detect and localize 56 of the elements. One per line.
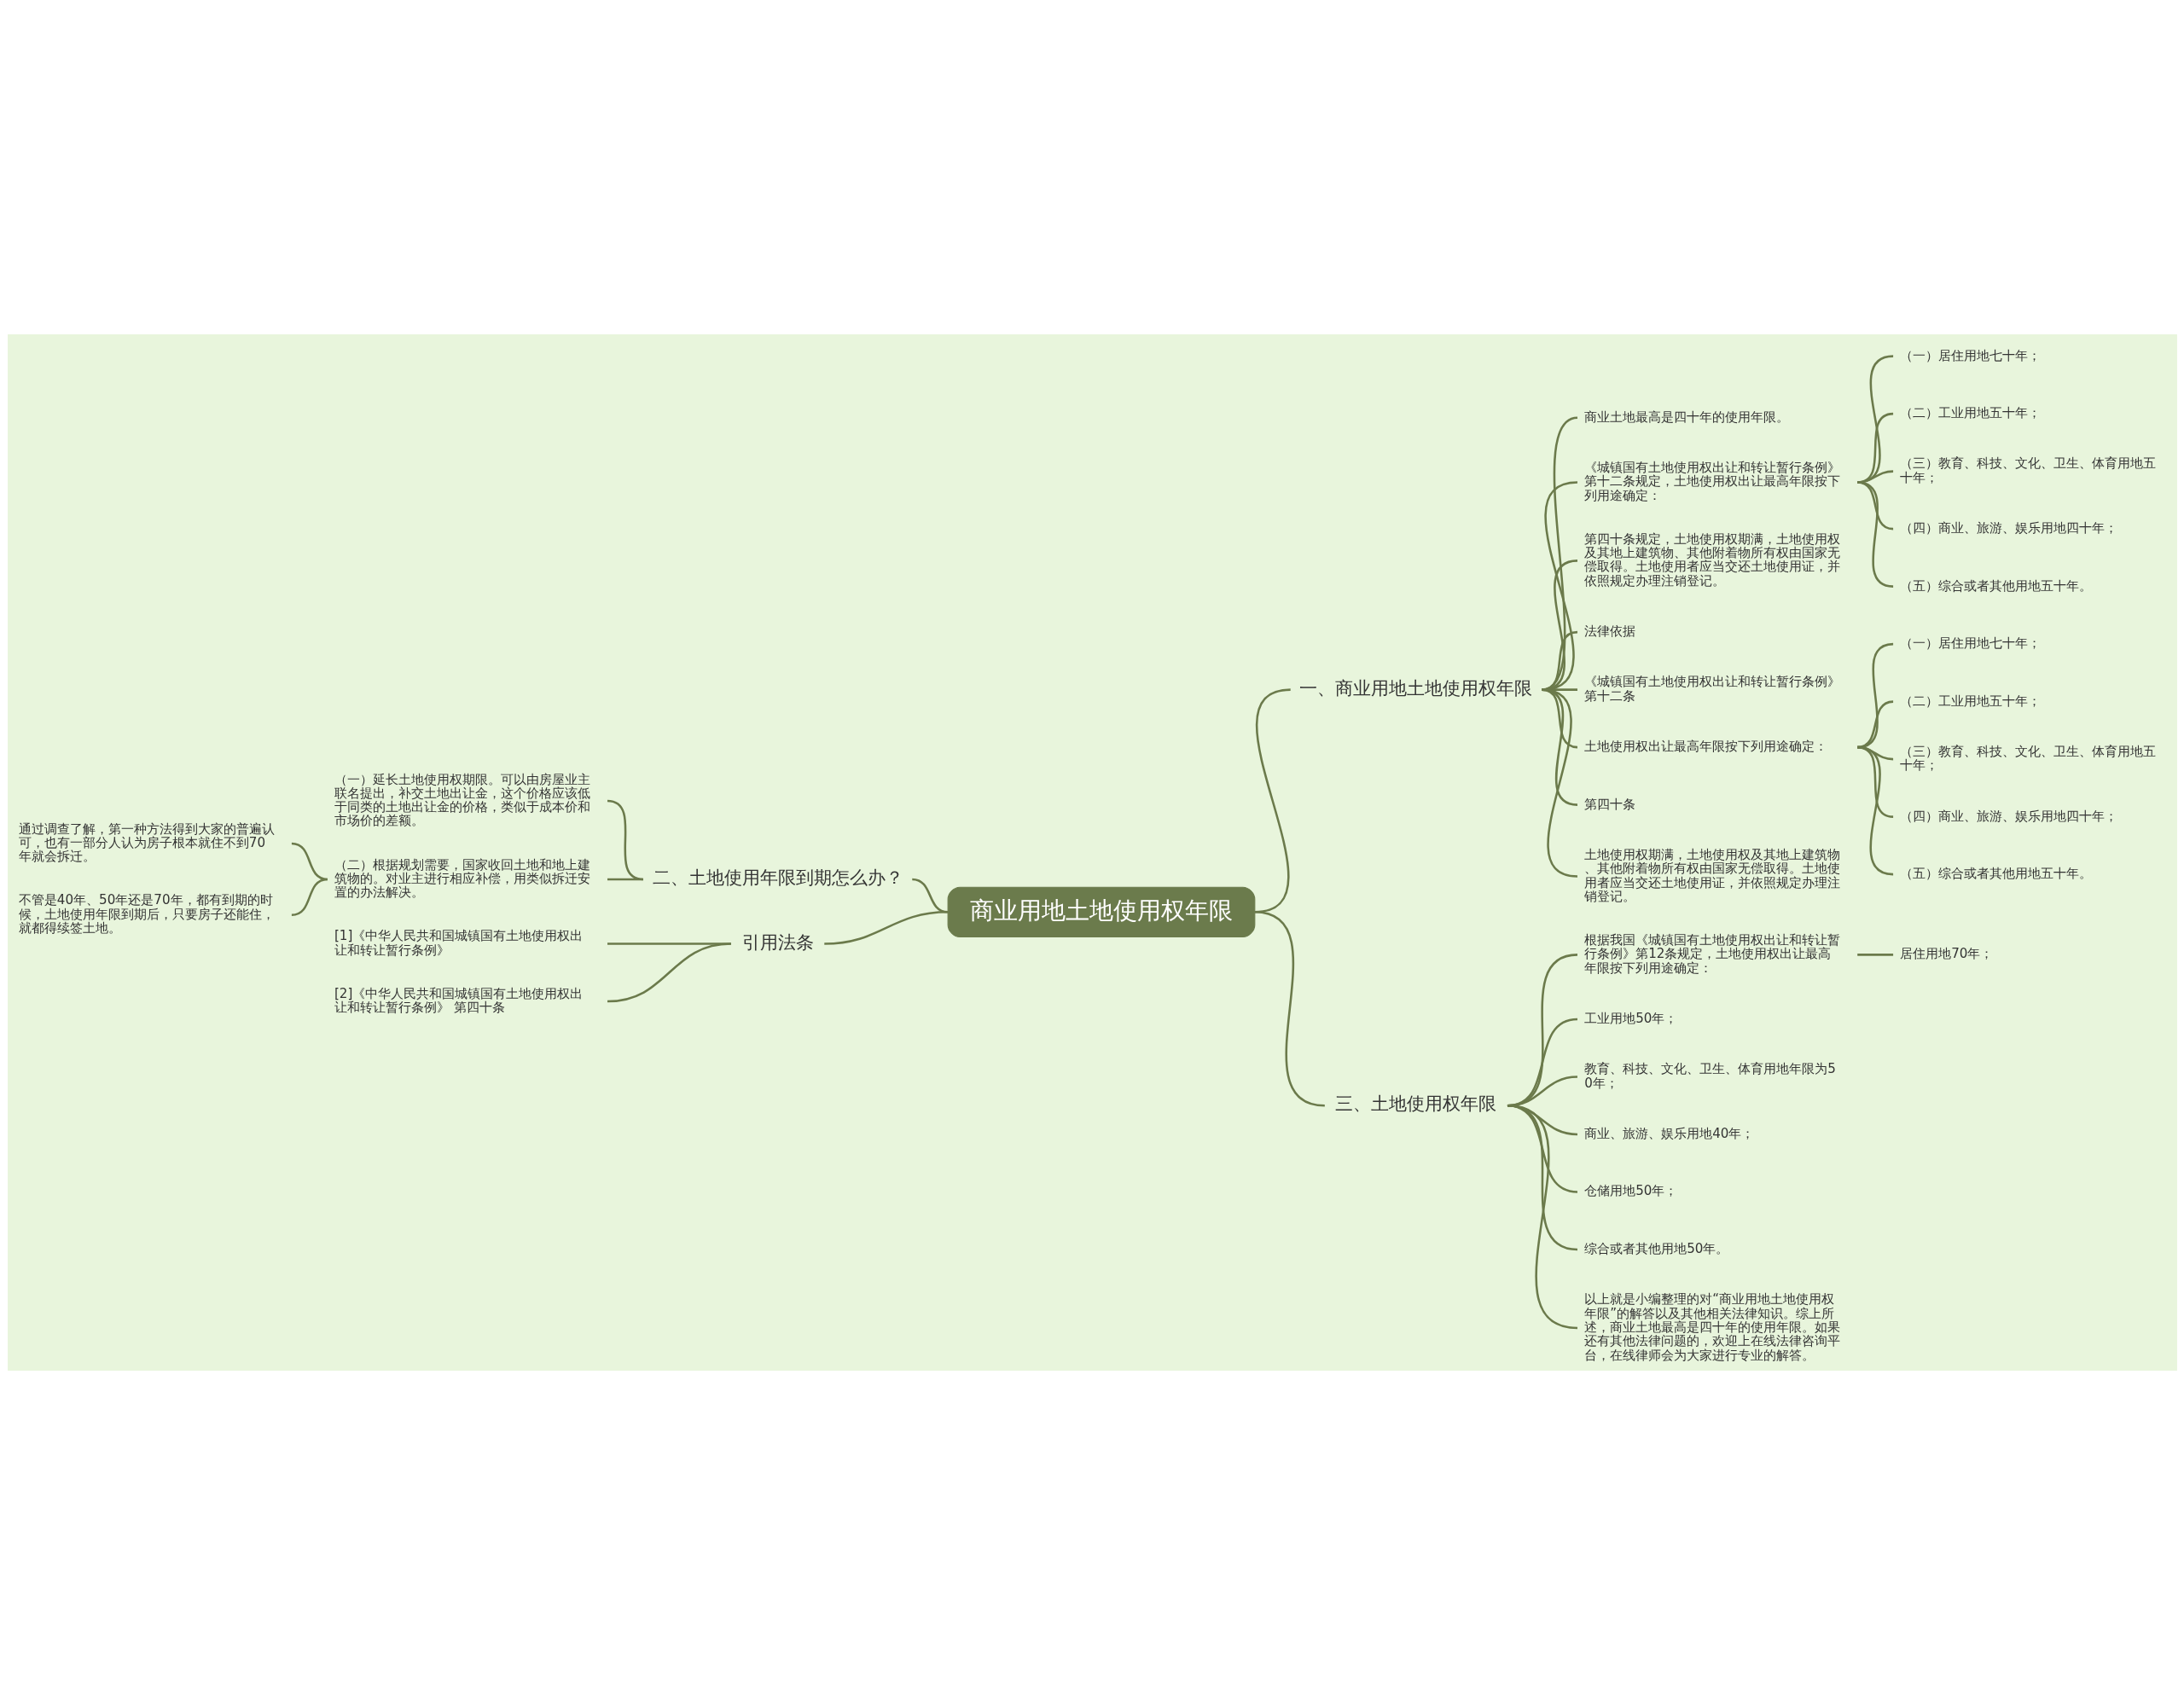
node-text: （二）工业用地五十年；	[1899, 693, 2041, 709]
node-text: 三、土地使用权年限	[1334, 1093, 1496, 1115]
node-text: 土地使用权出让最高年限按下列用途确定：	[1583, 739, 1827, 755]
connector	[1254, 688, 1291, 913]
connector	[607, 878, 643, 881]
node-text: 法律依据	[1583, 623, 1635, 640]
node-text: 《城镇国有土地使用权出让和转让暂行条例》第十二条	[1583, 674, 1840, 704]
node-text: 商业、旅游、娱乐用地40年；	[1583, 1125, 1754, 1141]
node-text: 第四十条	[1583, 796, 1635, 812]
connector	[823, 911, 948, 945]
connector	[1507, 1105, 1577, 1330]
node-text: （一）居住用地七十年；	[1899, 635, 2041, 652]
connector	[291, 842, 328, 881]
connector	[1856, 954, 1893, 956]
node-text: 根据我国《城镇国有土地使用权出让和转让暂行条例》第12条规定，土地使用权出让最高年限按下列用途确定：	[1583, 932, 1840, 976]
node-text: （三）教育、科技、文化、卫生、体育用地五十年；	[1899, 743, 2156, 774]
node-text: [2]《中华人民共和国城镇国有土地使用权出让和转让暂行条例》 第四十条	[334, 985, 583, 1016]
connector	[1541, 688, 1577, 806]
node-text: （二）工业用地五十年；	[1899, 405, 2041, 421]
node-text: 一、商业用地土地使用权年限	[1298, 677, 1532, 699]
node-text: 引用法条	[741, 931, 814, 953]
node-text: 通过调查了解，第一种方法得到大家的普遍认可，也有一部分人认为房子根本就住不到70年就会拆迁。	[18, 821, 275, 865]
node-text: 教育、科技、文化、卫生、体育用地年限为50年；	[1583, 1061, 1836, 1091]
node-text: 以上就是小编整理的对“商业用地土地使用权年限”的解答以及其他相关法律知识。综上所述，商业土地最高是四十年的使用年限。如果还有其他法律问题的，欢迎上在线法律咨询平台，在线律师会为大家进行专业的解答。	[1583, 1291, 1840, 1363]
node-text: 二、土地使用年限到期怎么办？	[652, 867, 903, 889]
node-text: （四）商业、旅游、娱乐用地四十年；	[1899, 520, 2117, 536]
node-text: 不管是40年、50年还是70年，都有到期的时候，土地使用年限到期后，只要房子还能住，就都得续签土地。	[18, 892, 275, 937]
node-text: [1]《中华人民共和国城镇国有土地使用权出让和转让暂行条例》	[334, 928, 583, 958]
node-text: （二）根据规划需要，国家收回土地和地上建筑物的。对业主进行相应补偿，用类似拆迁安置的办法解决。	[334, 856, 590, 901]
node-text: 仓储用地50年；	[1583, 1183, 1677, 1199]
connector	[607, 942, 731, 1003]
connector	[1254, 911, 1325, 1107]
node-text: 《城镇国有土地使用权出让和转让暂行条例》第十二条规定，土地使用权出让最高年限按下列用途确定：	[1583, 460, 1840, 503]
connector	[1856, 481, 1893, 588]
connector	[1541, 416, 1577, 691]
node-text: 商业土地最高是四十年的使用年限。	[1583, 409, 1789, 425]
connector	[1541, 688, 1577, 878]
connector	[291, 878, 328, 917]
node-text: 土地使用权期满，土地使用权及其地上建筑物、其他附着物所有权由国家无偿取得。土地使用者应当交还土地使用证，并依照规定办理注销登记。	[1583, 846, 1840, 904]
node-text: 居住用地70年；	[1899, 946, 1993, 962]
node-text: （一）延长土地使用权期限。可以由房屋业主联名提出，补交土地出让金，这个价格应该低于同类的土地出让金的价格，类似于成本价和市场价的差额。	[334, 771, 590, 829]
node-text: （三）教育、科技、文化、卫生、体育用地五十年；	[1899, 455, 2156, 485]
connector	[607, 799, 643, 881]
node-text: （一）居住用地七十年；	[1899, 347, 2041, 363]
connector	[1856, 745, 1893, 761]
node-text: （四）商业、旅游、娱乐用地四十年；	[1899, 808, 2117, 824]
node-box: 商业用地土地使用权年限	[947, 886, 1255, 937]
connector	[1856, 745, 1893, 818]
node-text: 综合或者其他用地50年。	[1583, 1240, 1728, 1256]
node-text: 第四十条规定，土地使用权期满，土地使用权及其地上建筑物、其他附着物所有权由国家无偿取得。土地使用者应当交还土地使用证，并依照规定办理注销登记。	[1583, 531, 1840, 589]
connector	[1541, 688, 1577, 749]
connector	[1541, 481, 1577, 691]
node-text: 工业用地50年；	[1583, 1010, 1677, 1026]
node-text: （五）综合或者其他用地五十年。	[1899, 866, 2092, 882]
connector	[1856, 745, 1893, 876]
node-text: （五）综合或者其他用地五十年。	[1899, 577, 2092, 594]
